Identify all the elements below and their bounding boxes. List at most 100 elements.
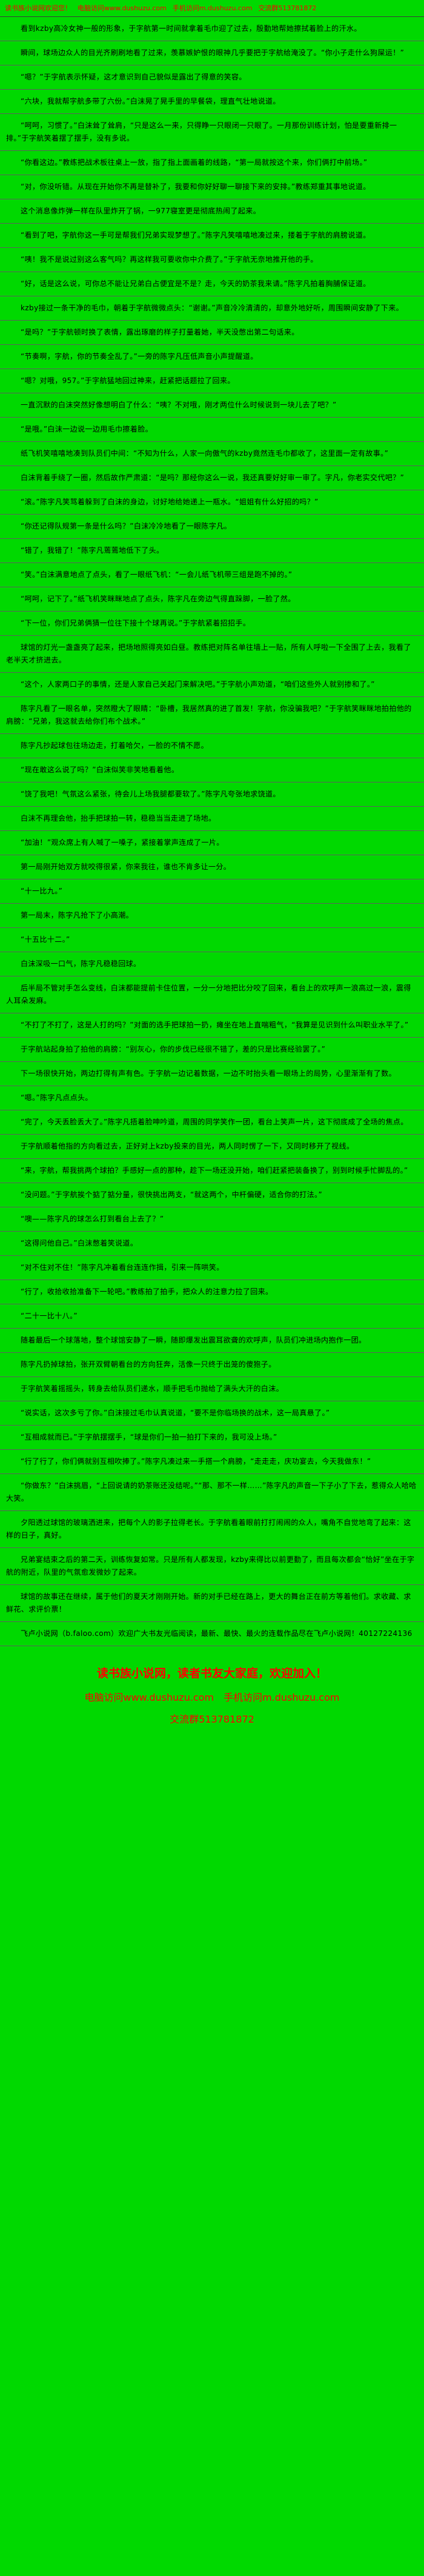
paragraph: 第一局末，陈字凡抢下了小高潮。 [21, 911, 134, 920]
paragraph-separator [0, 1547, 424, 1549]
paragraph: “六块，我就帮字航多带了六份。”白沫晃了晃手里的早餐袋，理直气壮地说道。 [21, 97, 280, 106]
paragraph: “滚。”陈字凡笑骂着躲到了白沫的身边，讨好地给她递上一瓶水。“姐姐有什么好招的吗… [21, 498, 319, 507]
paragraph: “你还记得队规第一条是什么吗？”白沫冷冷地看了一眼陈字凡。 [21, 522, 232, 531]
paragraph: “二十一比十八。” [21, 1312, 78, 1321]
paragraph-separator [0, 465, 424, 467]
paragraph: “不打了不打了，这是人打的吗？”对面的选手把球拍一扔，瘫坐在地上直喘粗气，“我算… [21, 1021, 409, 1030]
paragraph-separator [0, 672, 424, 673]
paragraph: “嗯。”陈字凡点点头。 [21, 1093, 93, 1103]
paragraph-separator [0, 441, 424, 442]
paragraph: 陈字凡看了一眼名单，突然瞪大了眼睛：“卧槽，我居然真的进了首发！字航，你没骗我吧… [6, 704, 412, 726]
paragraph-separator [0, 927, 424, 929]
paragraph-separator [0, 247, 424, 249]
paragraph: “呵呵，记下了。”纸飞机笑眯眯地点了点头，陈字凡在旁边气得直跺脚，一脸了然。 [21, 595, 296, 604]
paragraph-separator [0, 1255, 424, 1256]
paragraph: “互相成就而已。”于字航摆摆手，“球是你们一拍一拍打下来的，我可没上场。” [21, 1433, 277, 1442]
paragraph: 后半局不管对手怎么变线，白沫都能提前卡住位置，一分一分地把比分咬了回来，看台上的… [6, 984, 411, 1006]
paragraph-separator [0, 1061, 424, 1063]
paragraph: kzby接过一条干净的毛巾，朝着于字航微微点头：“谢谢。”声音冷冷清清的，却意外… [21, 304, 404, 313]
paragraph-separator [0, 696, 424, 698]
paragraph: 兄弟宴结束之后的第二天，训练恢复如常。只是所有人都发现，kzby来得比以前更勤了… [6, 1555, 415, 1577]
paragraph: “呵呵，习惯了。”白沫耸了耸肩，“只是这么一来，只得睁一只眼闭一只眼了。一月那份… [6, 121, 397, 143]
paragraph: 看到kzby高冷女神一般的形象，于字航第一时间就拿着毛巾迎了过去，殷勤地帮她擦拭… [21, 24, 362, 33]
footer-slogan: 读书族小说网，读者书友大家庭，欢迎加入！ [96, 1667, 327, 1681]
paragraph-separator [0, 903, 424, 904]
paragraph: 瞬间，球场边众人的目光齐刷刷地看了过来，羡慕嫉妒恨的眼神几乎要把于字航给淹没了。… [21, 48, 405, 58]
paragraph-separator [0, 1037, 424, 1038]
paragraph: “看到了吧，字航你这一手可是帮我们兄弟实现梦想了。”陈字凡笑嘻嘻地凑过来，搂着于… [21, 231, 371, 240]
paragraph-separator [0, 1352, 424, 1353]
paragraph: “行了，收拾收拾准备下一轮吧。”教练拍了拍手，把众人的注意力拉了回来。 [21, 1287, 273, 1296]
paragraph: 于字航顺着他指的方向看过去，正好对上kzby投来的目光，两人同时愣了一下，又同时… [21, 1142, 354, 1151]
paragraph: “没问题。”于字航挨个掂了掂分量，很快挑出两支，“就这两个，中杆偏硬，适合你的打… [21, 1190, 323, 1200]
paragraph-separator [0, 1473, 424, 1475]
paragraph: “饶了我吧！气氛这么紧张，待会儿上场我腿都要软了。”陈字凡夸张地求饶道。 [21, 790, 280, 799]
paragraph: 陈字凡抄起球包往场边走，打着哈欠，一脸的不情不愿。 [21, 741, 209, 750]
paragraph: 纸飞机笑嘻嘻地凑到队员们中间：“不知为什么，人家一向傲气的kzby竟然连毛巾都收… [21, 449, 389, 458]
paragraph: “来，字航，帮我挑两个球拍？手感好一点的那种，趁下一场还没开始，咱们赶紧把装备换… [21, 1166, 408, 1175]
paragraph: “这个，人家两口子的事情，还是人家自己关起门来解决吧。”于字航小声劝道，“咱们这… [21, 680, 375, 689]
paragraph: “行了行了，你们俩就别互相吹捧了。”陈字凡凑过来一手搭一个肩膀，“走走走，庆功宴… [21, 1457, 371, 1466]
paragraph: “对不住对不住！”陈字凡冲着看台连连作揖，引来一阵哄笑。 [21, 1263, 224, 1272]
footer-links: 电脑访问www.dushuzu.com 手机访问m.dushuzu.com [0, 1689, 424, 1704]
paragraph: “加油！”观众席上有人喊了一嗓子，紧接着掌声连成了一片。 [21, 838, 224, 847]
pc-site-link[interactable]: 电脑访问www.dushuzu.com [78, 4, 167, 12]
paragraph: “是哦。”白沫一边说一边用毛巾擦着脸。 [21, 425, 153, 434]
paragraph: “你做东？”白沫挑眉，“上回说请的奶茶账还没结呢。”“那、那不一样……”陈字凡的… [6, 1481, 417, 1503]
paragraph-separator [0, 830, 424, 832]
paragraph: 球馆的灯光一盏盏亮了起来，把场地照得亮如白昼。教练把对阵名单往墙上一贴，所有人呼… [6, 643, 411, 665]
paragraph-separator [0, 611, 424, 612]
paragraph: “是吗？”于字航顿时换了表情，露出琢磨的样子打量着她，半天没憋出第二句话来。 [21, 328, 299, 337]
paragraph-separator [0, 344, 424, 345]
chapter-paragraphs: 看到kzby高冷女神一般的形象，于字航第一时间就拿着毛巾迎了过去，殷勤地帮她擦拭… [0, 17, 424, 1647]
paragraph: “下一位，你们兄弟俩猜一位往下接十个球再说。”于字航紧着招招手。 [21, 619, 251, 628]
mobile-site-link[interactable]: 手机访问m.dushuzu.com [172, 4, 253, 12]
qq-group-text: 交流群513781872 [258, 4, 317, 12]
paragraph-separator [0, 514, 424, 515]
paragraph-separator [0, 1158, 424, 1160]
paragraph: “嗯？”于字航表示怀疑，这才意识到自己貌似是露出了得意的笑容。 [21, 73, 247, 82]
paragraph-separator [0, 1376, 424, 1378]
paragraph-separator [0, 113, 424, 115]
paragraph: 飞卢小说网（b.faloo.com）欢迎广大书友光临阅读，最新、最快、最火的连载… [21, 1629, 412, 1638]
site-notice: 读书族小说网欢迎您！ 电脑访问www.dushuzu.com 手机访问m.dushu… [0, 0, 424, 15]
paragraph: “十五比十二。” [21, 935, 70, 944]
paragraph: 下一场很快开始，两边打得有声有色。于字航一边记着数据，一边不时抬头看一眼场上的局… [21, 1069, 397, 1078]
paragraph: “对，你没听错。从现在开始你不再是替补了，我要和你好好聊一聊接下来的安排。”教练… [21, 182, 371, 192]
footer-mobile-link[interactable]: 手机访问m.dushuzu.com [224, 1692, 340, 1704]
paragraph: “完了，今天丢脸丢大了。”陈字凡捂着脸呻吟道，周围的同学笑作一团，看台上笑声一片… [21, 1118, 408, 1127]
paragraph-separator [0, 1134, 424, 1135]
paragraph-separator [0, 150, 424, 152]
paragraph: 白沫不再理会他，抬手把球拍一转，稳稳当当走进了场地。 [21, 814, 216, 823]
paragraph: “节奏啊，字航，你的节奏全乱了。”一旁的陈字凡压低声音小声提醒道。 [21, 352, 258, 361]
paragraph: “噢——陈字凡的球怎么打到看台上去了？” [21, 1215, 164, 1224]
site-welcome-text: 读书族小说网欢迎您！ [5, 4, 71, 12]
paragraph: “笑。”白沫满意地点了点头，看了一眼纸飞机：“一会儿纸飞机带三组是跑不掉的。” [21, 570, 293, 579]
paragraph: “说实话，这次多亏了你。”白沫接过毛巾认真说道，“要不是你临场换的战术，这一局真… [21, 1409, 330, 1418]
paragraph: 白沫深吸一口气，陈字凡稳稳回球。 [21, 959, 141, 969]
paragraph-separator [0, 1449, 424, 1450]
footer: 读书族小说网，读者书友大家庭，欢迎加入！ 电脑访问www.dushuzu.com… [0, 1646, 424, 1744]
paragraph-separator [0, 223, 424, 224]
paragraph: 第一局刚开始双方就咬得很紧，你来我往，谁也不肯多让一分。 [21, 863, 231, 872]
paragraph-separator [0, 89, 424, 90]
paragraph: 这个消息像炸弹一样在队里炸开了锅，一977寝室更是彻底热闹了起来。 [21, 207, 261, 216]
footer-pc-link[interactable]: 电脑访问www.dushuzu.com [84, 1692, 214, 1704]
paragraph-separator [0, 417, 424, 418]
paragraph-separator [0, 320, 424, 321]
paragraph: 随着最后一个球落地，整个球馆安静了一瞬，随即爆发出震耳欲聋的欢呼声，队员们冲进场… [21, 1336, 366, 1345]
paragraph: “现在敢这么说了吗？”白沫似笑非笑地看着他。 [21, 766, 179, 775]
paragraph: “错了，我错了！”陈字凡蔫蔫地低下了头。 [21, 546, 164, 555]
paragraph: 一直沉默的白沫突然好像想明白了什么：“咦？不对哦，刚才两位什么时候说到一块儿去了… [21, 401, 337, 410]
paragraph-separator [0, 1584, 424, 1586]
paragraph-separator [0, 1425, 424, 1426]
paragraph: 于字航站起身拍了拍他的肩膀：“别灰心，你的步伐已经很不错了，差的只是比赛经验罢了… [21, 1045, 326, 1054]
paragraph: “这得问他自己。”白沫憋着笑说道。 [21, 1239, 138, 1248]
paragraph-separator [0, 806, 424, 807]
paragraph: “十一比九。” [21, 887, 63, 896]
paragraph: 于字航笑着摇摇头，转身去给队员们递水，顺手把毛巾抛给了满头大汗的白沫。 [21, 1384, 284, 1393]
header-divider [0, 16, 424, 18]
paragraph: 球馆的故事还在继续，属于他们的夏天才刚刚开始。新的对手已经在路上，更大的舞台正在… [6, 1592, 411, 1614]
paragraph-separator [0, 1510, 424, 1512]
paragraph: 白沫背着手绕了一圈，然后故作严肃道：“是吗？那经你这么一说，我还真要好好审一审了… [21, 473, 405, 482]
